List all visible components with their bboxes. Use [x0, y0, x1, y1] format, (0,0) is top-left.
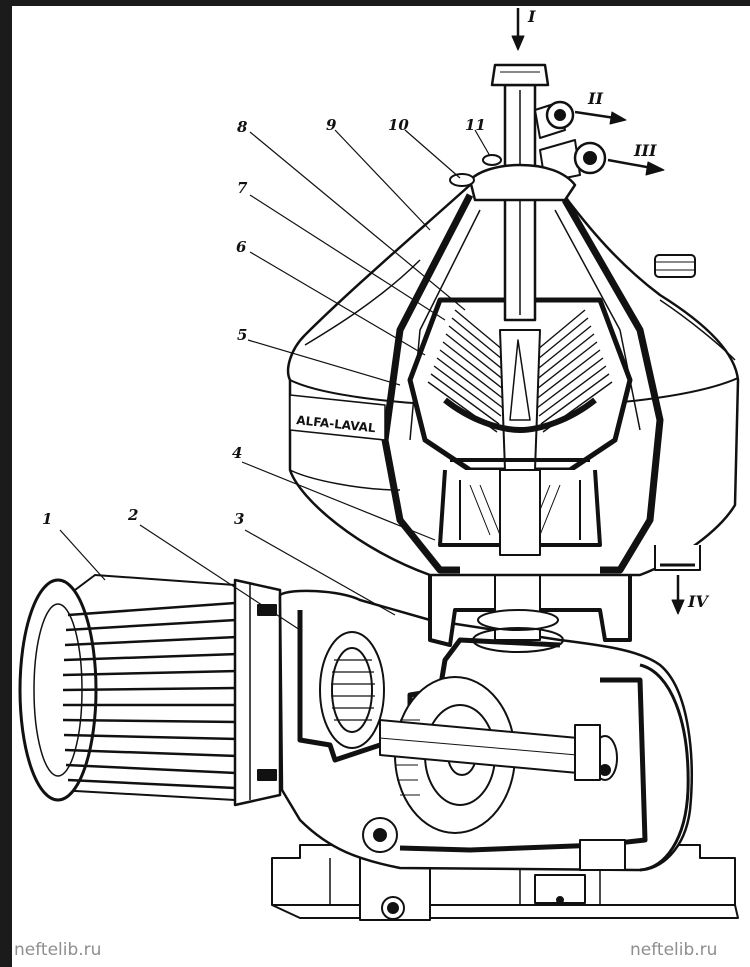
label-10: 10 [388, 116, 409, 134]
flow-label-I: I [527, 7, 536, 26]
label-9: 9 [326, 116, 337, 134]
watermark-left: neftelib.ru [14, 940, 102, 960]
flow-label-III: III [633, 141, 657, 160]
leader-lines [59, 129, 491, 631]
label-5: 5 [237, 326, 247, 344]
gearbox-housing [278, 589, 693, 872]
flow-labels: I II III IV [527, 7, 709, 611]
flow-arrows [511, 8, 685, 615]
brand-plate [289, 394, 386, 441]
label-11: 11 [465, 116, 486, 134]
callout-labels: 1 2 3 4 5 6 7 8 9 10 11 [42, 116, 486, 528]
electric-motor [18, 574, 282, 807]
label-2: 2 [127, 506, 138, 524]
label-7: 7 [237, 179, 248, 197]
label-1: 1 [42, 510, 52, 528]
flow-label-IV: IV [687, 592, 709, 611]
label-6: 6 [236, 238, 247, 256]
bowl-and-disc-stack [407, 297, 633, 556]
inlet-outlet-assembly [449, 63, 607, 322]
label-8: 8 [237, 118, 248, 136]
watermark-right: neftelib.ru [630, 940, 718, 960]
flow-label-II: II [587, 89, 603, 108]
label-4: 4 [232, 444, 242, 462]
label-3: 3 [234, 510, 244, 528]
